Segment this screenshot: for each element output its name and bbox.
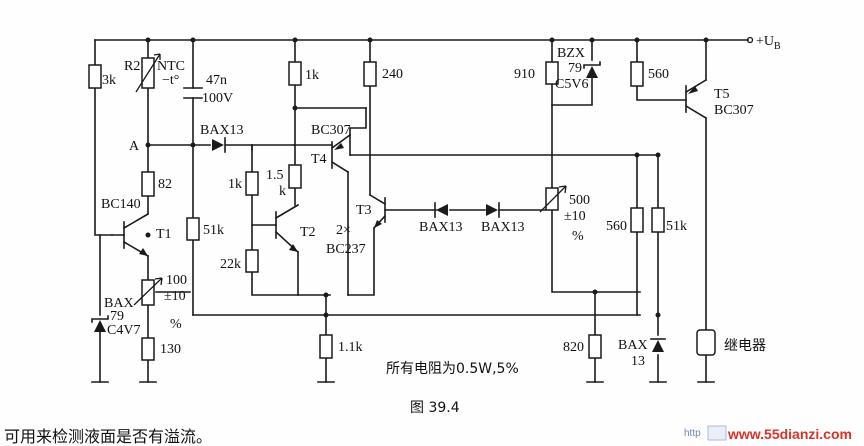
potentiometer-500: [545, 187, 559, 211]
resistor-910: [545, 61, 559, 85]
label-r2: R2: [124, 59, 140, 74]
resistor-240: [363, 61, 377, 87]
label-ub: +UB: [756, 34, 781, 52]
label-bzx-c: C5V6: [555, 77, 588, 92]
resistor-820: [588, 334, 602, 359]
label-t4: T4: [311, 152, 327, 167]
label-note: 所有电阻为0.5W,5%: [386, 361, 519, 377]
zener-bax79-c4v7: [91, 315, 109, 332]
transistor-t3: [368, 193, 387, 230]
label-560-top: 560: [648, 67, 669, 82]
resistor-560-mid: [630, 207, 644, 233]
label-pot100-a: 100: [166, 273, 187, 288]
label-bax13-d-b: 13: [631, 354, 645, 369]
label-node-a: A: [129, 139, 140, 154]
label-t2: T2: [300, 225, 316, 240]
label-pot500-a: 500: [569, 193, 590, 208]
label-1-1k: 1.1k: [338, 340, 363, 355]
diode-bax13-a: [212, 137, 226, 153]
label-3k: 3k: [102, 73, 116, 88]
watermark-site: www.55dianzi.com: [727, 426, 852, 442]
label-bzx-b: 79: [568, 61, 582, 76]
label-22k: 22k: [220, 257, 241, 272]
resistor-3k: [88, 64, 102, 89]
diode-bax13-b: [434, 202, 448, 218]
potentiometer-100: [141, 279, 155, 306]
label-82: 82: [158, 177, 172, 192]
label-1-5k-a: 1.5: [266, 168, 284, 183]
label-240: 240: [382, 67, 403, 82]
junctions: [145, 37, 709, 318]
resistor-1-1k: [319, 334, 333, 359]
transistor-t2: [274, 203, 300, 254]
label-1-5k-b: k: [279, 184, 286, 199]
resistor-1k-top: [288, 61, 302, 86]
zener-bzx79-c5v6: [583, 61, 601, 78]
label-bax13-c: BAX13: [481, 220, 525, 235]
label-t5: T5: [714, 87, 730, 102]
label-bax79-a: BAX: [104, 296, 134, 311]
label-pot500-c: %: [572, 229, 584, 244]
ntc-slash: [135, 53, 161, 93]
pot500-arrow: [539, 185, 567, 213]
label-cap-v: 100V: [202, 91, 233, 106]
label-2x: 2×: [336, 223, 351, 238]
diode-bax13-d: [650, 338, 666, 352]
transistor-t1: [111, 212, 150, 258]
label-t3: T3: [356, 203, 372, 218]
label-bax79-b: 79: [110, 309, 124, 324]
ub-terminal: [746, 36, 754, 44]
label-bzx-a: BZX: [557, 46, 585, 61]
relay-coil: [696, 329, 716, 356]
resistor-22k: [245, 249, 259, 273]
watermark-http: http: [684, 428, 701, 439]
resistor-51k-right: [651, 207, 665, 233]
label-bax79-c: C4V7: [107, 323, 140, 338]
resistor-130: [141, 337, 155, 361]
label-bc140: BC140: [101, 197, 141, 212]
label-910: 910: [514, 67, 535, 82]
label-relay: 继电器: [724, 338, 766, 354]
label-51k-right: 51k: [666, 219, 687, 234]
label-ntc: NTC: [157, 59, 185, 74]
label-bax13-b: BAX13: [419, 220, 463, 235]
figure-caption: 可用来检测液面是否有溢流。: [4, 427, 212, 446]
label-bax13-a: BAX13: [200, 123, 244, 138]
resistors: [88, 57, 665, 361]
resistor-560-top: [630, 61, 644, 87]
watermark: http www.55dianzi.com: [684, 425, 852, 442]
label-cap: 47n: [206, 73, 227, 88]
labels: +UB R2 NTC −t° 3k 47n 100V 1k 240 A BAX1…: [4, 34, 781, 446]
pot100-arrow: [133, 277, 163, 306]
resistor-82: [141, 171, 155, 197]
label-pot500-b: ±10: [564, 209, 586, 224]
resistor-1-5k: [288, 164, 302, 189]
capacitor-47n: [183, 87, 203, 99]
label-bc307-t4: BC307: [311, 123, 351, 138]
label-820: 820: [563, 340, 584, 355]
label-bc307-t5: BC307: [714, 103, 754, 118]
label-pot100-c: %: [170, 317, 182, 332]
transistor-t5: [684, 78, 708, 120]
label-bc237: BC237: [326, 242, 366, 257]
diode-bax13-c: [486, 202, 500, 218]
label-pot100-b: ±10: [164, 289, 186, 304]
label-ntc-t: −t°: [162, 73, 179, 88]
figure-number: 图 39.4: [410, 400, 460, 416]
label-560-mid: 560: [606, 219, 627, 234]
wires: [94, 36, 754, 383]
label-t1: T1: [156, 227, 172, 242]
label-1k-top: 1k: [305, 68, 319, 83]
resistor-51k-left: [186, 217, 200, 241]
label-1k-mid: 1k: [228, 177, 242, 192]
label-bax13-d-a: BAX: [618, 338, 648, 353]
label-130: 130: [160, 342, 181, 357]
label-51k-left: 51k: [203, 223, 224, 238]
transistor-t4: [293, 107, 367, 174]
resistor-1k-mid: [245, 171, 259, 196]
